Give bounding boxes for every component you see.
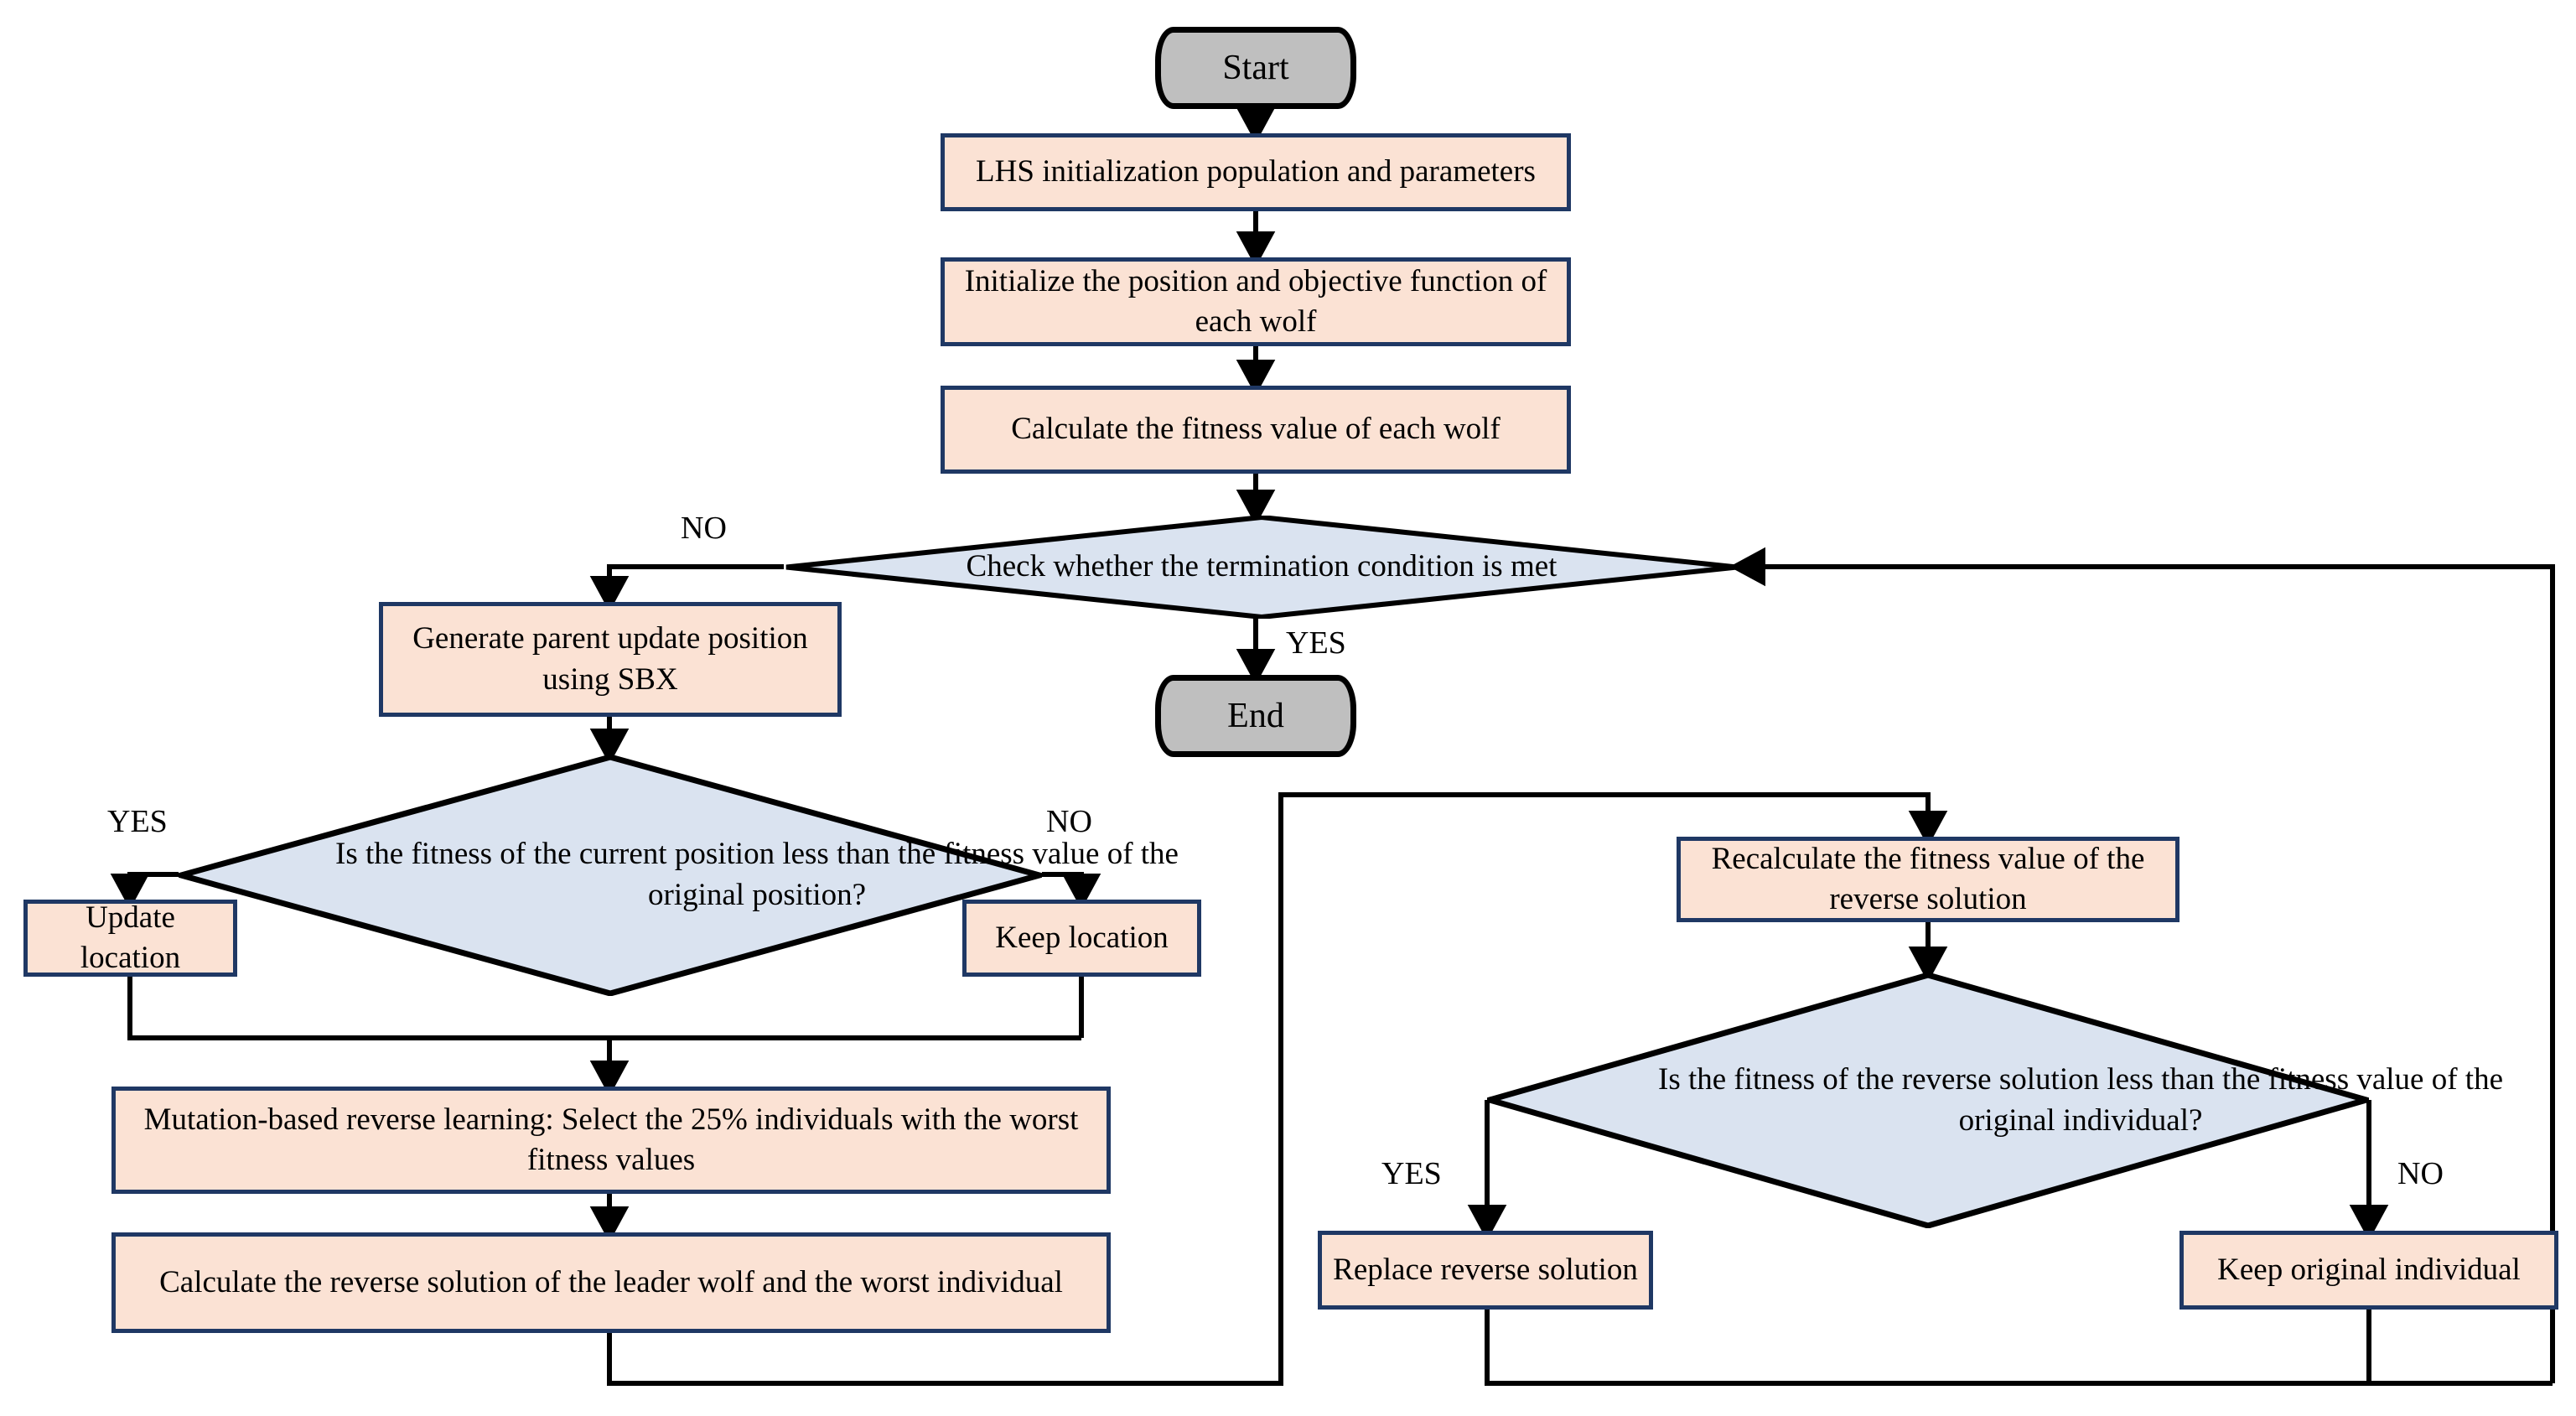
edge-label-reverse-yes: YES (1381, 1156, 1442, 1191)
node-reverse-compare[interactable]: Is the fitness of the reverse solution l… (1487, 973, 2503, 1228)
node-termination-check[interactable]: Check whether the termination condition … (784, 516, 1739, 619)
node-lhs-initialization-label: LHS initialization population and parame… (976, 154, 1536, 189)
node-replace-reverse-solution-label: Replace reverse solution (1333, 1252, 1638, 1287)
node-keep-original-individual[interactable]: Keep original individual (2179, 1231, 2558, 1310)
node-calculate-reverse-solution-label: Calculate the reverse solution of the le… (159, 1264, 1063, 1299)
node-lhs-initialization[interactable]: LHS initialization population and parame… (941, 133, 1571, 211)
node-update-location[interactable]: Update location (23, 900, 237, 977)
node-generate-sbx-label: Generate parent update position using SB… (412, 621, 808, 697)
node-calculate-fitness[interactable]: Calculate the fitness value of each wolf (941, 386, 1571, 474)
node-replace-reverse-solution[interactable]: Replace reverse solution (1318, 1231, 1653, 1310)
node-generate-sbx[interactable]: Generate parent update position using SB… (379, 602, 842, 717)
node-initialize-position[interactable]: Initialize the position and objective fu… (941, 257, 1571, 346)
node-recalculate-reverse-fitness-label: Recalculate the fitness value of the rev… (1711, 841, 2145, 916)
node-end-label: End (1227, 696, 1284, 735)
edge-label-termination-yes: YES (1286, 625, 1346, 661)
edge-fitnesscmp-yes (110, 872, 179, 910)
edge-fitnesscmp-no (1042, 872, 1101, 910)
node-end[interactable]: End (1155, 675, 1356, 757)
node-start-label: Start (1222, 48, 1289, 87)
node-recalculate-reverse-fitness[interactable]: Recalculate the fitness value of the rev… (1677, 837, 2179, 922)
node-mutation-reverse-learning-label: Mutation-based reverse learning: Select … (143, 1102, 1079, 1177)
edge-replace-to-bottom (1485, 1310, 2553, 1386)
edge-label-fitness-no: NO (1046, 804, 1092, 839)
edge-label-termination-no: NO (681, 511, 727, 546)
edge-check-no (589, 564, 784, 613)
edge-label-fitness-yes: YES (107, 804, 168, 839)
node-calculate-fitness-label: Calculate the fitness value of each wolf (1011, 412, 1501, 447)
node-start[interactable]: Start (1155, 27, 1356, 109)
node-update-location-label: Update location (80, 900, 181, 975)
node-keep-location[interactable]: Keep location (962, 900, 1201, 977)
node-keep-location-label: Keep location (995, 920, 1169, 955)
node-keep-original-individual-label: Keep original individual (2217, 1252, 2521, 1287)
node-mutation-reverse-learning[interactable]: Mutation-based reverse learning: Select … (111, 1087, 1111, 1194)
node-initialize-position-label: Initialize the position and objective fu… (964, 263, 1547, 339)
node-fitness-compare[interactable]: Is the fitness of the current position l… (179, 755, 1179, 996)
edge-label-reverse-no: NO (2397, 1156, 2444, 1191)
node-calculate-reverse-solution[interactable]: Calculate the reverse solution of the le… (111, 1232, 1111, 1333)
